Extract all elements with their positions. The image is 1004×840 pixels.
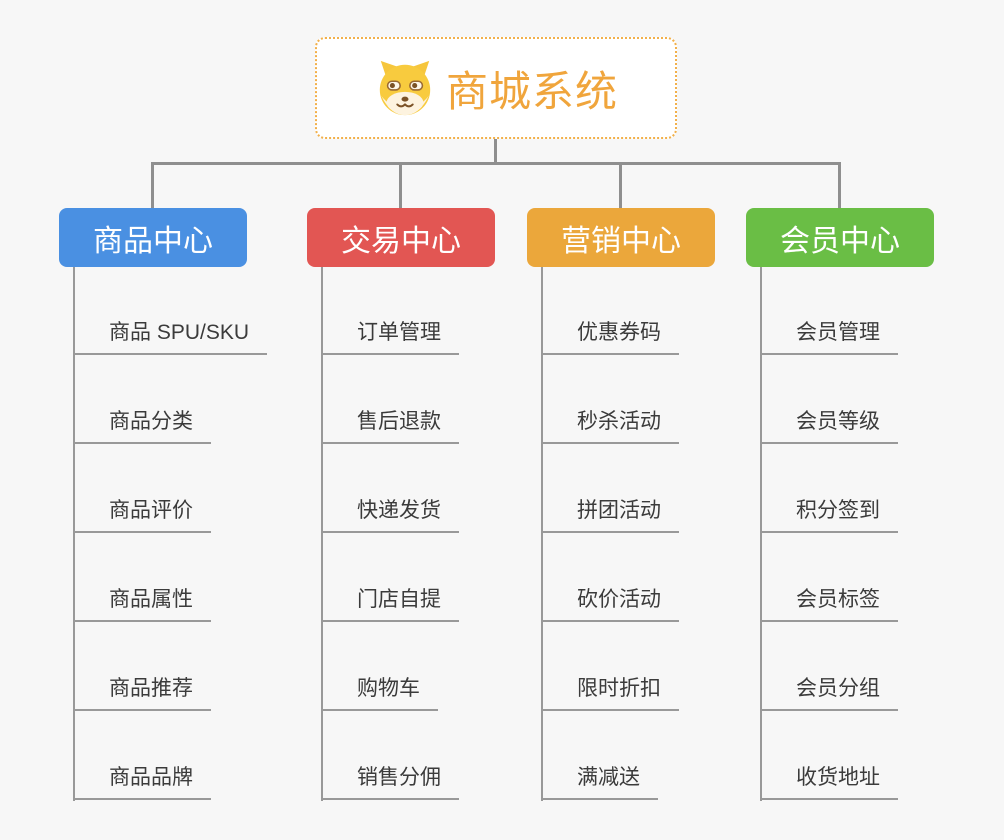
shiba-dog-icon — [374, 57, 436, 119]
leaf-node[interactable]: 商品评价 — [73, 500, 211, 533]
branch-spine-trade — [321, 267, 323, 801]
leaf-node[interactable]: 砍价活动 — [541, 589, 679, 622]
branch-label: 营销中心 — [561, 224, 681, 258]
leaf-node[interactable]: 会员等级 — [760, 411, 898, 444]
root-title: 商城系统 — [445, 67, 618, 115]
leaf-node[interactable]: 优惠券码 — [541, 322, 679, 355]
branch-label: 会员中心 — [780, 224, 900, 258]
leaf-node[interactable]: 秒杀活动 — [541, 411, 679, 444]
connector-drop-product — [151, 162, 154, 209]
connector-drop-marketing — [619, 162, 622, 209]
leaf-node[interactable]: 会员分组 — [760, 678, 898, 711]
leaf-node[interactable]: 拼团活动 — [541, 500, 679, 533]
branch-node-member[interactable]: 会员中心 — [746, 208, 934, 267]
branch-spine-product — [73, 267, 75, 801]
root-node[interactable]: 商城系统 — [315, 37, 677, 139]
connector-drop-member — [838, 162, 841, 209]
connector-root-drop — [494, 139, 497, 164]
leaf-node[interactable]: 积分签到 — [760, 500, 898, 533]
leaf-node[interactable]: 商品品牌 — [73, 767, 211, 800]
leaf-node[interactable]: 快递发货 — [321, 500, 459, 533]
leaf-node[interactable]: 商品属性 — [73, 589, 211, 622]
leaf-node[interactable]: 会员标签 — [760, 589, 898, 622]
leaf-node[interactable]: 购物车 — [321, 678, 438, 711]
leaf-node[interactable]: 门店自提 — [321, 589, 459, 622]
connector-horizontal — [151, 162, 841, 165]
leaf-node[interactable]: 商品分类 — [73, 411, 211, 444]
branch-spine-member — [760, 267, 762, 801]
connector-drop-trade — [399, 162, 402, 209]
branch-label: 商品中心 — [93, 224, 213, 258]
branch-node-marketing[interactable]: 营销中心 — [527, 208, 715, 267]
leaf-node[interactable]: 收货地址 — [760, 767, 898, 800]
leaf-node[interactable]: 销售分佣 — [321, 767, 459, 800]
branch-node-trade[interactable]: 交易中心 — [307, 208, 495, 267]
leaf-node[interactable]: 商品 SPU/SKU — [73, 322, 268, 355]
leaf-node[interactable]: 限时折扣 — [541, 678, 679, 711]
leaf-node[interactable]: 售后退款 — [321, 411, 459, 444]
branch-node-product[interactable]: 商品中心 — [59, 208, 247, 267]
leaf-node[interactable]: 商品推荐 — [73, 678, 211, 711]
leaf-node[interactable]: 订单管理 — [321, 322, 459, 355]
branch-spine-marketing — [541, 267, 543, 801]
leaf-node[interactable]: 满减送 — [541, 767, 658, 800]
leaf-node[interactable]: 会员管理 — [760, 322, 898, 355]
branch-label: 交易中心 — [341, 224, 461, 258]
